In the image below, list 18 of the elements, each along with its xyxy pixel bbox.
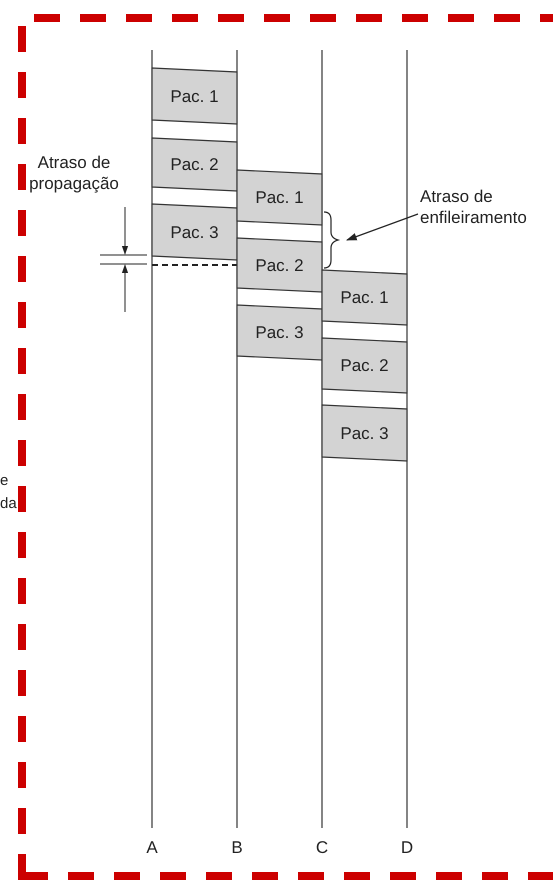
- axis-label: A: [145, 837, 159, 858]
- axis-label: C: [314, 837, 330, 858]
- packet-label: Pac. 1: [340, 287, 389, 308]
- packet-label: Pac. 2: [170, 154, 219, 175]
- packet-label: Pac. 1: [170, 86, 219, 106]
- packet-label: Pac. 1: [255, 187, 304, 208]
- text-fragment: da: [0, 494, 15, 514]
- packet-label: Pac. 3: [170, 222, 219, 242]
- packet-label: Pac. 2: [340, 355, 389, 376]
- packet-label: Pac. 3: [255, 322, 304, 343]
- packet-label: Pac. 3: [340, 422, 389, 444]
- annotation-text: Atraso de enfileiramento: [420, 186, 528, 228]
- text-fragment: e: [0, 471, 10, 491]
- packet-label: Pac. 2: [255, 254, 304, 276]
- annotation-text: Atraso de propagação: [28, 152, 120, 194]
- leader-arrow: [346, 213, 418, 241]
- axis-label: B: [230, 837, 244, 858]
- axis-label: D: [400, 837, 414, 858]
